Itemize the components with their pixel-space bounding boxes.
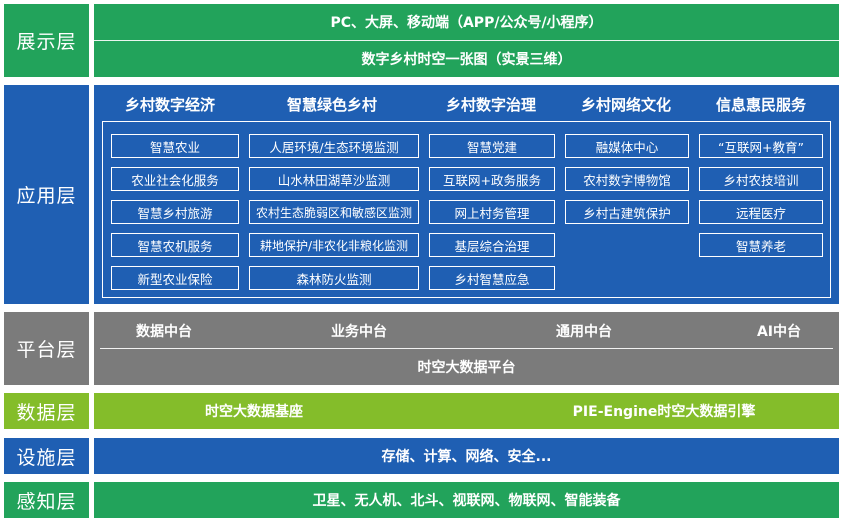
app-item-telemedicine: 远程医疗 [699, 200, 823, 224]
display-band: PC、大屏、移动端（APP/公众号/小程序） 数字乡村时空一张图（实景三维） [94, 4, 839, 77]
app-item-env-monitoring: 人居环境/生态环境监测 [249, 134, 419, 158]
app-item-agri-insurance: 新型农业保险 [111, 266, 239, 290]
facility-band: 存储、计算、网络、安全... [94, 438, 839, 474]
data-item-pie-engine: PIE-Engine时空大数据引擎 [572, 404, 756, 420]
layer-label-display: 展示层 [4, 4, 89, 77]
display-row-2: 数字乡村时空一张图（实景三维） [361, 52, 572, 68]
application-inner-frame: 智慧农业 农业社会化服务 智慧乡村旅游 智慧农机服务 新型农业保险 人居环境/生… [102, 121, 831, 298]
perception-band: 卫星、无人机、北斗、视联网、物联网、智能装备 [94, 482, 839, 518]
app-item-party-building: 智慧党建 [429, 134, 555, 158]
platform-divider [100, 348, 833, 349]
app-item-agri-social-service: 农业社会化服务 [111, 167, 239, 191]
perception-row: 卫星、无人机、北斗、视联网、物联网、智能装备 [312, 493, 621, 509]
app-item-rural-tourism: 智慧乡村旅游 [111, 200, 239, 224]
app-item-smart-agriculture: 智慧农业 [111, 134, 239, 158]
app-item-emergency: 乡村智慧应急 [429, 266, 555, 290]
app-col-header-service: 信息惠民服务 [715, 95, 806, 114]
app-col-header-green: 智慧绿色乡村 [286, 95, 377, 114]
app-item-forest-fire: 森林防火监测 [249, 266, 419, 290]
app-item-landscape-monitoring: 山水林田湖草沙监测 [249, 167, 419, 191]
app-col-header-culture: 乡村网络文化 [580, 95, 671, 114]
app-item-ancient-building: 乡村古建筑保护 [565, 200, 689, 224]
layer-label-facility: 设施层 [4, 438, 89, 474]
app-item-agri-training: 乡村农技培训 [699, 167, 823, 191]
data-item-spatiotemporal-base: 时空大数据基座 [205, 404, 303, 420]
data-band: 时空大数据基座 PIE-Engine时空大数据引擎 [94, 393, 839, 429]
app-item-grassroots-governance: 基层综合治理 [429, 233, 555, 257]
layer-label-perception: 感知层 [4, 482, 89, 518]
app-item-gov-service: 互联网+政务服务 [429, 167, 555, 191]
app-item-media-center: 融媒体中心 [565, 134, 689, 158]
layer-label-application: 应用层 [4, 85, 89, 304]
app-item-smart-elderly-care: 智慧养老 [699, 233, 823, 257]
app-item-fragile-zone-monitoring: 农村生态脆弱区和敏感区监测 [249, 200, 419, 224]
app-item-village-affairs: 网上村务管理 [429, 200, 555, 224]
app-item-farmland-protection: 耕地保护/非农化非粮化监测 [249, 233, 419, 257]
platform-item-business-hub: 业务中台 [331, 324, 387, 340]
app-col-header-economy: 乡村数字经济 [124, 95, 215, 114]
application-band: 乡村数字经济 智慧绿色乡村 乡村数字治理 乡村网络文化 信息惠民服务 智慧农业 … [94, 85, 839, 304]
app-item-digital-museum: 农村数字博物馆 [565, 167, 689, 191]
app-item-internet-education: “互联网+教育” [699, 134, 823, 158]
display-row-1: PC、大屏、移动端（APP/公众号/小程序） [330, 15, 603, 31]
platform-band: 数据中台 业务中台 通用中台 AI中台 时空大数据平台 [94, 312, 839, 385]
layer-label-data: 数据层 [4, 393, 89, 429]
platform-bottom-row: 时空大数据平台 [417, 360, 516, 376]
app-col-header-governance: 乡村数字治理 [445, 95, 536, 114]
platform-item-general-hub: 通用中台 [556, 324, 612, 340]
display-divider [94, 40, 839, 41]
app-item-agri-machinery: 智慧农机服务 [111, 233, 239, 257]
platform-item-ai-hub: AI中台 [756, 324, 802, 340]
facility-row: 存储、计算、网络、安全... [381, 449, 552, 465]
platform-item-data-hub: 数据中台 [136, 324, 192, 340]
layer-label-platform: 平台层 [4, 312, 89, 385]
